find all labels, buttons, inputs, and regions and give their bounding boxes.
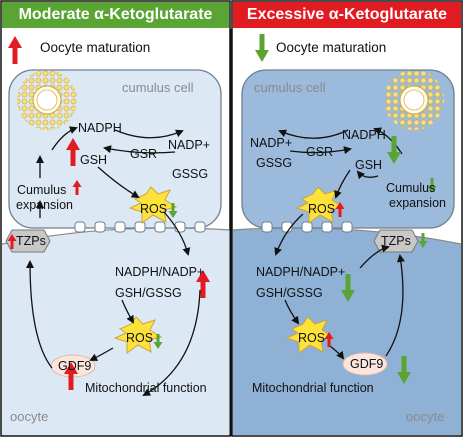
left-nadph-label: NADPH	[78, 121, 122, 135]
left-gssg-label: GSSG	[172, 167, 209, 181]
left-mito-label: Mitochondrial function	[85, 381, 207, 395]
left-ratio1-label: NADPH/NADP+	[115, 265, 205, 279]
right-expansion-line1: Cumulus	[386, 181, 436, 195]
right-gdf9-label: GDF9	[350, 357, 384, 371]
left-ros-star-1	[128, 186, 178, 224]
right-maturation-label: Oocyte maturation	[276, 40, 387, 55]
right-ros2-label: ROS	[298, 331, 326, 345]
right-gssg-label: GSSG	[256, 156, 293, 170]
right-ros1-label: ROS	[308, 202, 336, 216]
left-ros1-label: ROS	[140, 202, 168, 216]
left-tzps-label: TZPs	[16, 234, 46, 248]
right-oocyte-label: oocyte	[406, 409, 445, 424]
left-expansion-line1: Cumulus	[17, 183, 67, 197]
right-header-bg	[233, 2, 461, 28]
right-follicle-icon	[384, 70, 444, 130]
left-oocyte-region	[2, 227, 230, 435]
right-gdf9-shape	[342, 352, 388, 376]
left-gdf9-label: GDF9	[58, 359, 92, 373]
left-oocyte-label: oocyte	[10, 409, 49, 424]
right-cell-label: cumulus cell	[254, 80, 326, 95]
right-mito-label: Mitochondrial function	[252, 381, 374, 395]
left-nadp-label: NADP+	[168, 138, 211, 152]
left-header: Moderate α-Ketoglutarate	[18, 6, 213, 23]
right-nadp-label: NADP+	[250, 136, 293, 150]
right-expansion-line2: expansion	[389, 196, 446, 210]
left-follicle-icon	[17, 70, 77, 130]
left-ros2-label: ROS	[126, 331, 154, 345]
right-gsr-label: GSR	[306, 145, 334, 159]
right-ratio2-label: GSH/GSSG	[256, 286, 323, 300]
left-expansion-line2: expansion	[16, 198, 73, 212]
left-gsh-label: GSH	[80, 153, 108, 167]
left-gsr-label: GSR	[130, 147, 158, 161]
left-cell-label: cumulus cell	[122, 80, 194, 95]
right-oocyte-region	[233, 227, 461, 435]
left-tzps-hexagon	[5, 229, 51, 253]
right-ros-star-1	[295, 186, 345, 224]
right-ratio1-label: NADPH/NADP+	[256, 265, 346, 279]
right-nadph-label: NADPH	[342, 128, 386, 142]
left-ros-star-2	[113, 316, 163, 354]
right-header: Excessive α-Ketoglutarate	[246, 6, 448, 23]
left-header-bg	[2, 2, 229, 28]
left-maturation-label: Oocyte maturation	[40, 40, 151, 55]
right-tzps-label: TZPs	[381, 234, 411, 248]
right-gsh-label: GSH	[355, 158, 383, 172]
left-ratio2-label: GSH/GSSG	[115, 286, 182, 300]
right-ros-star-2	[285, 316, 335, 354]
